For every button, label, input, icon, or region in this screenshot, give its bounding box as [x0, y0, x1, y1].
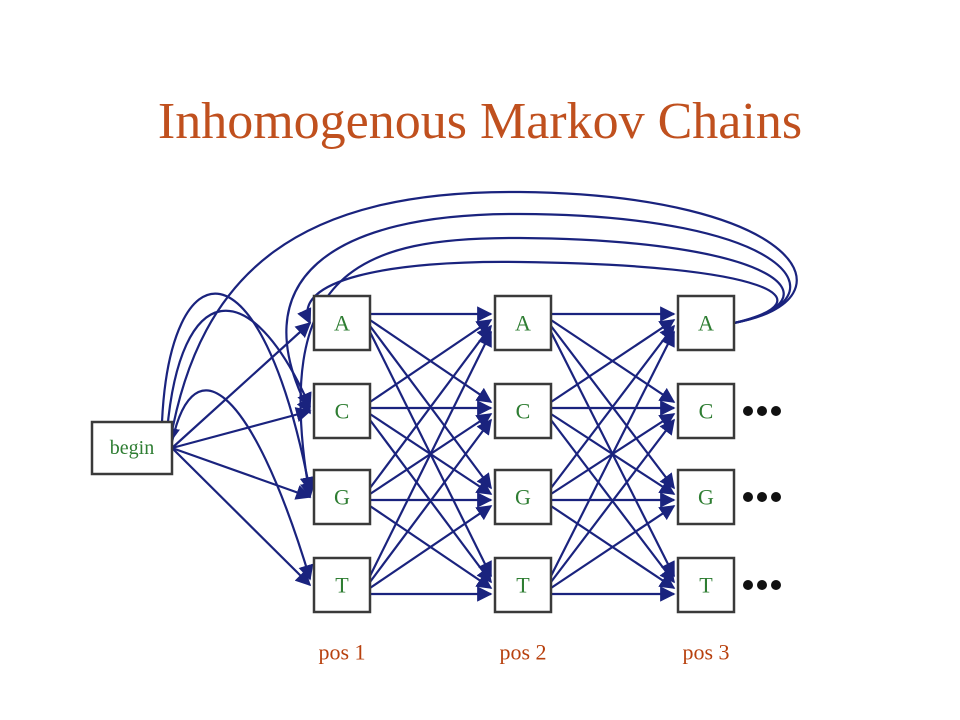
edge-pos2-T-to-pos3-G [550, 505, 676, 589]
state-node-pos2-A: A [493, 294, 553, 352]
continuation-dots-G [743, 492, 781, 502]
state-node-pos1-G: G [312, 468, 372, 526]
state-node-pos3-G: G [676, 468, 736, 526]
state-node-pos3-T: T [676, 556, 736, 614]
begin-node: begin [90, 420, 174, 476]
edge-loop-mid [285, 212, 792, 415]
state-label: G [334, 485, 350, 510]
edge-pos2-T-to-pos3-C [550, 418, 675, 583]
state-label: T [516, 573, 530, 598]
state-nodes: begin A C G T A C G T A C G T [90, 294, 781, 614]
state-node-pos2-T: T [493, 556, 553, 614]
edge-pos2-G-to-pos3-A [550, 324, 675, 489]
edge-pos1-T-to-pos2-G [369, 505, 493, 589]
state-node-pos3-C: C [676, 382, 736, 440]
edge-pos1-T-to-pos2-A [369, 330, 492, 577]
edge-loop-innermost [297, 260, 779, 325]
state-label: G [515, 485, 531, 510]
edge-pos1-C-to-pos2-A [369, 319, 493, 403]
continuation-dots-T [743, 580, 781, 590]
continuation-dots-C [743, 406, 781, 416]
edge-pos1-T-to-pos2-C [369, 418, 492, 583]
state-label: C [699, 399, 714, 424]
state-node-pos2-C: C [493, 382, 553, 440]
state-label: G [698, 485, 714, 510]
edge-loop-outer [164, 190, 798, 444]
edge-begin-to-pos1-C [171, 407, 312, 450]
edge-loop-inner [299, 236, 785, 499]
state-node-pos3-A: A [676, 294, 736, 352]
slide-title: Inhomogenous Markov Chains [157, 93, 803, 150]
state-label: C [516, 399, 531, 424]
state-label: A [515, 311, 531, 336]
edge-begin-to-pos1-T [171, 447, 312, 587]
edge-begin-arc-T [168, 389, 314, 581]
begin-label: begin [110, 437, 154, 459]
position-label-1: pos 1 [318, 640, 365, 665]
state-node-pos1-C: C [312, 382, 372, 440]
edge-pos1-G-to-pos2-A [369, 324, 492, 489]
position-label-2: pos 2 [499, 640, 546, 665]
edge-pos2-C-to-pos3-A [550, 319, 676, 403]
state-node-pos1-T: T [312, 556, 372, 614]
state-label: T [335, 573, 349, 598]
edge-begin-arc-C [165, 309, 312, 433]
state-node-pos2-G: G [493, 468, 553, 526]
edge-begin-arc-G [160, 292, 315, 493]
state-label: A [334, 311, 350, 336]
state-label: C [335, 399, 350, 424]
position-label-3: pos 3 [682, 640, 729, 665]
state-node-pos1-A: A [312, 294, 372, 352]
transition-edges [160, 190, 798, 602]
position-labels: pos 1 pos 2 pos 3 [318, 640, 729, 665]
state-label: T [699, 573, 713, 598]
edge-begin-to-pos1-G [171, 446, 312, 500]
edge-pos2-T-to-pos3-A [550, 330, 675, 577]
state-label: A [698, 311, 714, 336]
